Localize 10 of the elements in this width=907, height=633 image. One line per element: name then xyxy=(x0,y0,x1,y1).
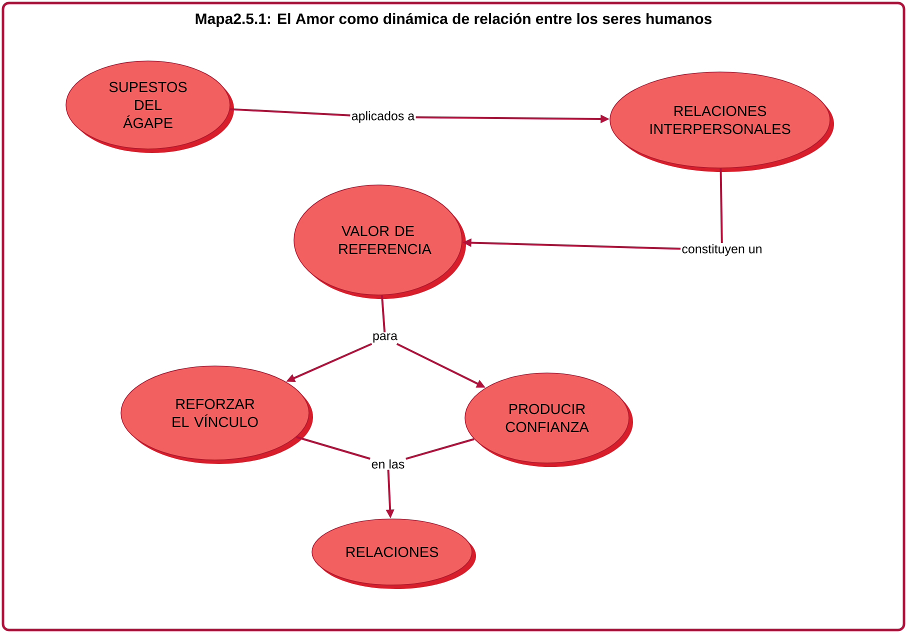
linking-phrase: para xyxy=(372,332,399,344)
title: Mapa2.5.1: El Amor como dinámica de relación entre los seres humanos xyxy=(196,12,712,28)
linking-phrase: constituyen un xyxy=(680,243,764,257)
connector xyxy=(230,108,350,116)
connector xyxy=(720,168,723,243)
connector xyxy=(380,295,386,332)
linking-phrase: en las xyxy=(370,458,406,470)
connector xyxy=(296,436,370,460)
linking-phrase: aplicados a xyxy=(350,110,416,124)
connector xyxy=(406,438,474,460)
